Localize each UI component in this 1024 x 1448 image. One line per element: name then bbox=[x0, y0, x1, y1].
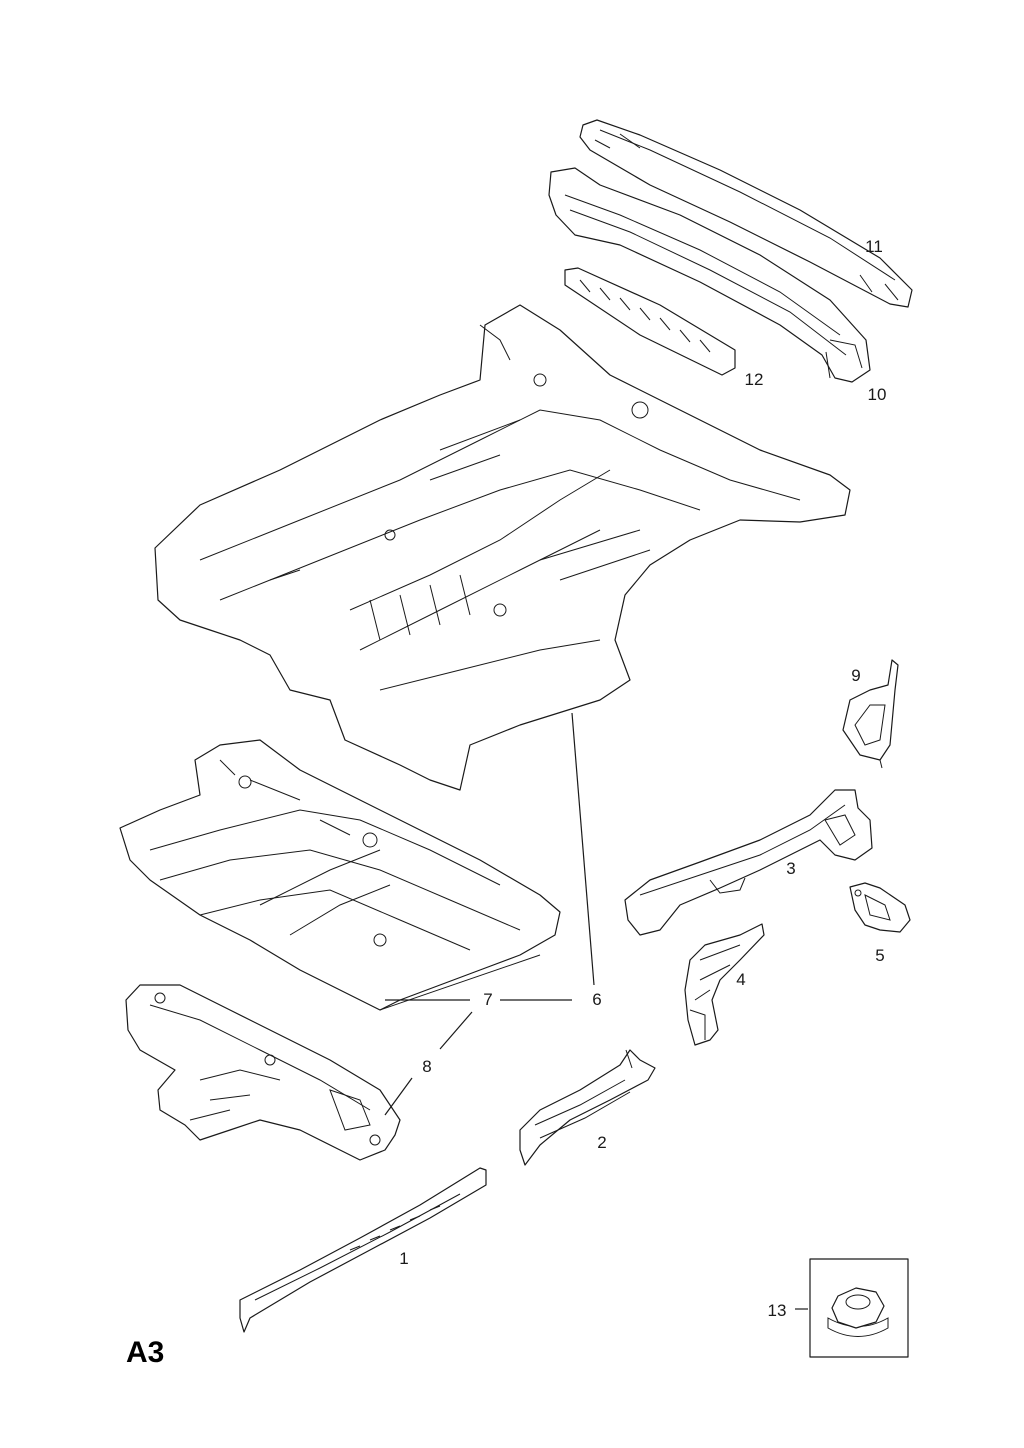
callout-8: 8 bbox=[422, 1057, 431, 1076]
part-5-small-bracket[interactable] bbox=[849, 882, 911, 933]
callout-11: 11 bbox=[865, 237, 883, 256]
part-13-nut-box[interactable] bbox=[809, 1258, 909, 1358]
part-1-side-sill[interactable] bbox=[239, 1167, 487, 1333]
callout-3: 3 bbox=[786, 859, 795, 878]
part-6-floor-panel-assembly[interactable] bbox=[154, 304, 851, 791]
part-4-arch-bracket[interactable] bbox=[684, 923, 765, 1046]
callout-1: 1 bbox=[399, 1249, 408, 1268]
callout-5: 5 bbox=[875, 946, 884, 965]
sheet-code: A3 bbox=[126, 1336, 164, 1369]
part-12-reinforcement-strip[interactable] bbox=[564, 267, 736, 376]
part-10-rear-crossmember[interactable] bbox=[548, 167, 871, 383]
callout-12: 12 bbox=[745, 370, 764, 389]
callout-2: 2 bbox=[597, 1133, 606, 1152]
callout-9: 9 bbox=[851, 666, 860, 685]
part-3-rear-longitudinal[interactable] bbox=[624, 789, 873, 936]
callout-10: 10 bbox=[868, 385, 887, 404]
callout-7: 7 bbox=[483, 990, 492, 1009]
part-8-crossmember-assembly[interactable] bbox=[125, 984, 401, 1161]
callout-4: 4 bbox=[736, 970, 745, 989]
part-2-side-sill-rear[interactable] bbox=[519, 1049, 656, 1166]
part-7-rear-floor-panel[interactable] bbox=[119, 739, 561, 1011]
part-11-upper-crossmember[interactable] bbox=[579, 119, 913, 308]
callout-13: 13 bbox=[768, 1301, 787, 1320]
part-9-bracket[interactable] bbox=[842, 659, 899, 769]
callout-6: 6 bbox=[592, 990, 601, 1009]
